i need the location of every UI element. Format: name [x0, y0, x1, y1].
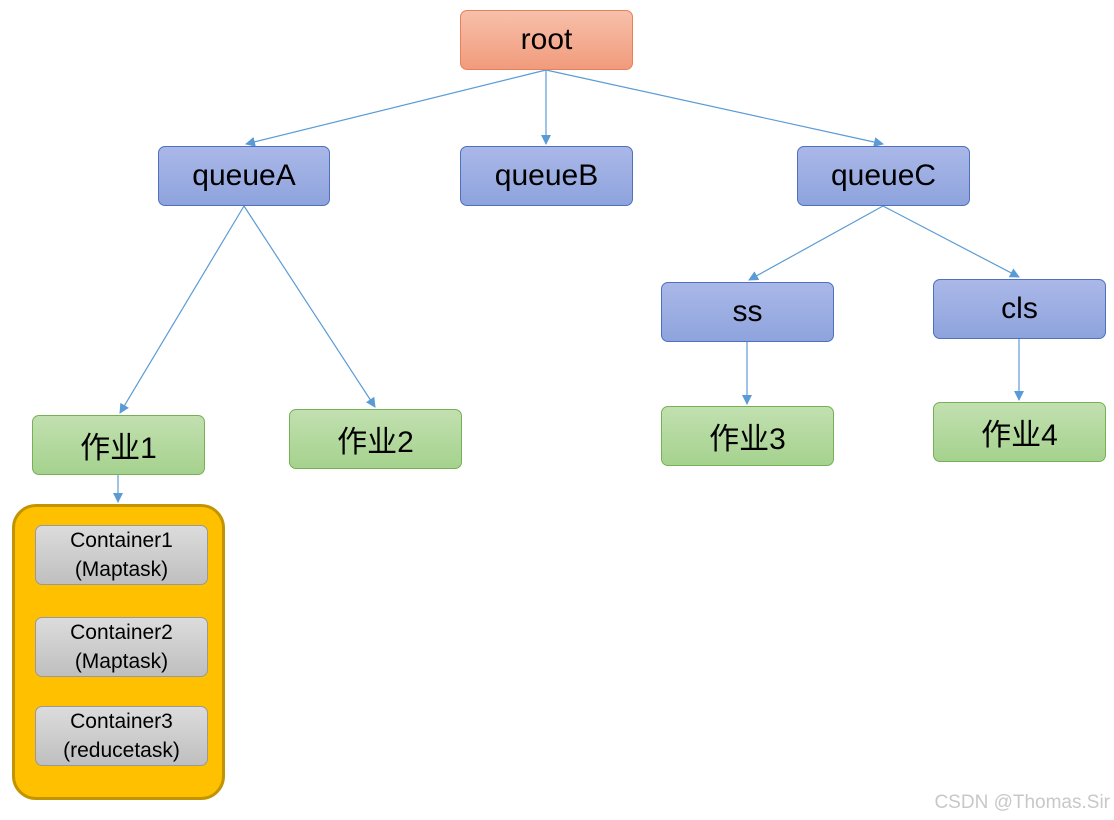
container-task: (reducetask) — [63, 739, 180, 762]
root-node: root — [460, 10, 633, 70]
edge-queueC-ss — [748, 205, 884, 281]
container-name: Container2 — [70, 621, 173, 644]
edge-queueA-job1 — [119, 205, 245, 414]
queue-a-node: queueA — [158, 146, 330, 206]
queue-ss-node: ss — [661, 282, 834, 342]
queue-cls-node: cls — [933, 279, 1106, 339]
edge-root-queueA — [245, 69, 547, 147]
container-name: Container3 — [70, 710, 173, 733]
watermark: CSDN @Thomas.Sir — [934, 792, 1110, 813]
job-2-node: 作业2 — [289, 409, 462, 469]
container-node-3: Container3 (reducetask) — [35, 706, 208, 766]
queue-c-node: queueC — [797, 146, 970, 206]
container-name: Container1 — [70, 529, 173, 552]
container-task: (Maptask) — [74, 558, 169, 581]
job-1-node: 作业1 — [32, 415, 205, 475]
queue-b-node: queueB — [460, 146, 633, 206]
job-4-node: 作业4 — [933, 402, 1106, 462]
job-3-node: 作业3 — [661, 406, 834, 466]
edge-queueA-job2 — [243, 205, 376, 408]
container-group: Container1 (Maptask) Container2 (Maptask… — [12, 504, 225, 800]
edge-queueC-cls — [882, 205, 1020, 278]
container-node-2: Container2 (Maptask) — [35, 617, 208, 677]
container-task: (Maptask) — [74, 650, 169, 673]
container-node-1: Container1 (Maptask) — [35, 525, 208, 585]
edge-root-queueC — [545, 69, 884, 147]
